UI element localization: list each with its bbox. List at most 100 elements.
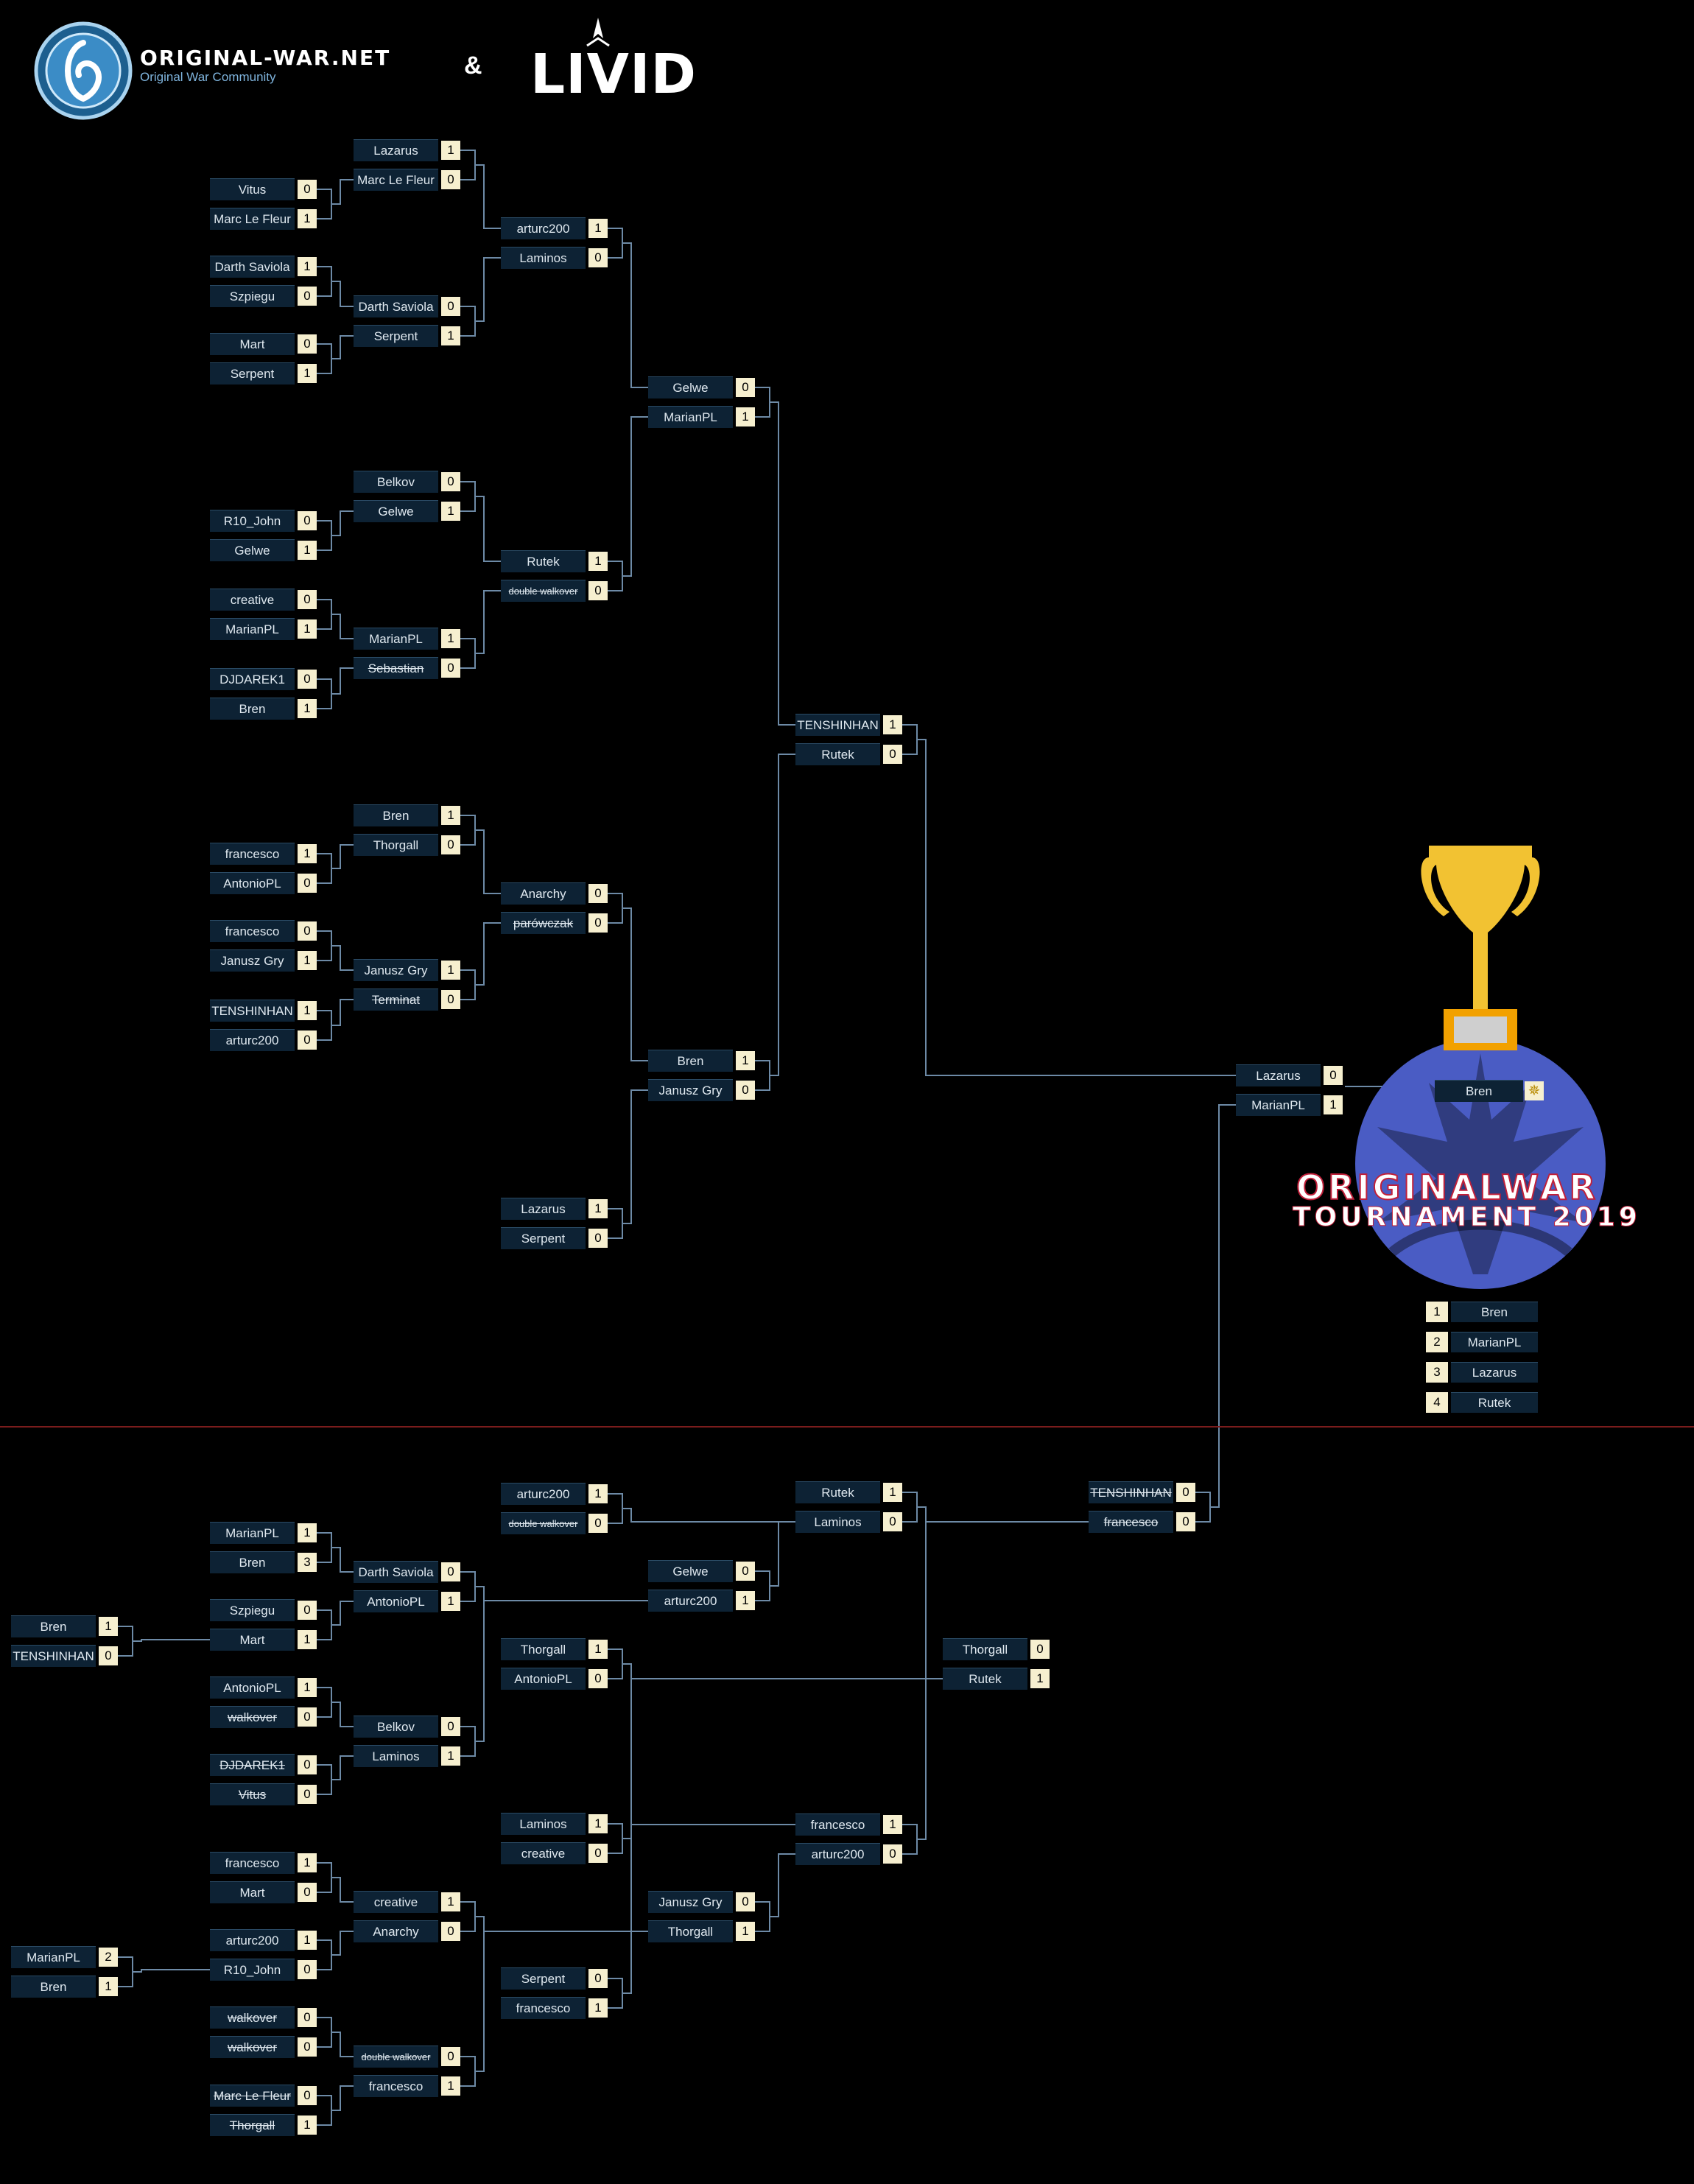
connector-line bbox=[883, 1492, 1089, 1523]
player-name: Laminos bbox=[501, 1813, 586, 1835]
player-score: 0 bbox=[298, 287, 317, 306]
player-score: 0 bbox=[298, 511, 317, 530]
player-score: 0 bbox=[441, 170, 460, 189]
connector-line bbox=[588, 1493, 795, 1524]
standing-name: Bren bbox=[1451, 1302, 1538, 1322]
player-score: 1 bbox=[441, 502, 460, 521]
player-score: 1 bbox=[298, 1853, 317, 1872]
player-name: Janusz Gry bbox=[648, 1079, 733, 1101]
player-score: 0 bbox=[588, 884, 608, 903]
player-name: Serpent bbox=[501, 1967, 586, 1990]
player-score: 1 bbox=[588, 1814, 608, 1833]
player-name: Vitus bbox=[210, 178, 295, 200]
player-name: Janusz Gry bbox=[210, 949, 295, 972]
player-score: 0 bbox=[298, 874, 317, 893]
player-name: Gelwe bbox=[210, 539, 295, 561]
player-score: 0 bbox=[441, 659, 460, 678]
player-name: double walkover bbox=[354, 2046, 438, 2068]
connector-line bbox=[1176, 1104, 1236, 1523]
player-score: 1 bbox=[441, 2076, 460, 2096]
player-name: Szpiegu bbox=[210, 1599, 295, 1621]
connector-line bbox=[588, 1648, 795, 1825]
player-score: 0 bbox=[298, 2037, 317, 2057]
connector-line bbox=[736, 387, 795, 726]
player-name: Bren bbox=[354, 804, 438, 826]
player-score: 1 bbox=[441, 1746, 460, 1766]
player-score: 1 bbox=[441, 326, 460, 345]
player-name: Rutek bbox=[501, 550, 586, 572]
player-score: 1 bbox=[298, 541, 317, 560]
player-score: 3 bbox=[298, 1553, 317, 1572]
player-name: Rutek bbox=[795, 1481, 880, 1503]
player-score: 0 bbox=[441, 297, 460, 316]
player-score: 0 bbox=[588, 913, 608, 933]
player-name: Laminos bbox=[795, 1511, 880, 1533]
standing-rank: 4 bbox=[1426, 1392, 1448, 1413]
player-score: 1 bbox=[441, 1892, 460, 1911]
player-name: AntonioPL bbox=[501, 1668, 586, 1690]
player-name: Serpent bbox=[210, 362, 295, 385]
player-score: 0 bbox=[298, 334, 317, 354]
player-score: 1 bbox=[441, 141, 460, 160]
player-score: 1 bbox=[298, 2115, 317, 2135]
player-name: Thorgall bbox=[210, 2114, 295, 2136]
player-score: 0 bbox=[1176, 1483, 1195, 1502]
connector-line bbox=[441, 481, 501, 562]
player-name: Marc Le Fleur bbox=[354, 169, 438, 191]
player-score: 0 bbox=[441, 1922, 460, 1941]
player-name: double walkover bbox=[501, 1512, 586, 1534]
player-score: 1 bbox=[298, 1678, 317, 1697]
player-score: 1 bbox=[588, 1199, 608, 1218]
livid-emblem-icon bbox=[586, 18, 610, 47]
player-name: francesco bbox=[1089, 1511, 1173, 1533]
player-name: Serpent bbox=[354, 325, 438, 347]
player-name: R10_John bbox=[210, 1959, 295, 1981]
player-score: 0 bbox=[298, 921, 317, 941]
player-score: 0 bbox=[441, 990, 460, 1009]
player-name: Mart bbox=[210, 1881, 295, 1903]
player-name: Thorgall bbox=[354, 834, 438, 856]
player-score: 1 bbox=[588, 219, 608, 238]
player-name: Bren bbox=[648, 1050, 733, 1072]
player-score: 0 bbox=[883, 1844, 902, 1864]
player-score: 1 bbox=[736, 407, 755, 426]
player-score: 0 bbox=[588, 1969, 608, 1988]
player-name: DJDAREK1 bbox=[210, 1754, 295, 1776]
player-name: double walkover bbox=[501, 580, 586, 602]
player-name: Mart bbox=[210, 1629, 295, 1651]
player-name: AntonioPL bbox=[354, 1590, 438, 1612]
player-score: 1 bbox=[298, 844, 317, 863]
player-name: arturc200 bbox=[210, 1029, 295, 1051]
player-name: arturc200 bbox=[795, 1843, 880, 1865]
player-score: 0 bbox=[1324, 1066, 1343, 1085]
player-name: Gelwe bbox=[648, 1560, 733, 1582]
player-score: 1 bbox=[298, 257, 317, 276]
player-name: TENSHINHAN bbox=[210, 1000, 295, 1022]
player-name: arturc200 bbox=[648, 1590, 733, 1612]
player-name: Janusz Gry bbox=[354, 959, 438, 981]
player-name: Sebastian bbox=[354, 657, 438, 679]
player-name: arturc200 bbox=[501, 1483, 586, 1505]
player-score: 0 bbox=[441, 472, 460, 491]
site-name: ORIGINAL-WAR.NET bbox=[140, 46, 391, 70]
player-score: 1 bbox=[588, 552, 608, 571]
player-score: 1 bbox=[298, 1001, 317, 1020]
player-name: Laminos bbox=[354, 1745, 438, 1767]
player-score: 0 bbox=[298, 670, 317, 689]
player-name: francesco bbox=[501, 1997, 586, 2019]
partner-logo-text: LIVID bbox=[530, 43, 697, 106]
player-name: Serpent bbox=[501, 1227, 586, 1249]
player-name: Thorgall bbox=[648, 1920, 733, 1942]
player-name: walkover bbox=[210, 2036, 295, 2058]
player-score: 0 bbox=[588, 1229, 608, 1248]
player-score: 1 bbox=[441, 961, 460, 980]
standing-rank: 2 bbox=[1426, 1332, 1448, 1352]
site-subtitle: Original War Community bbox=[140, 70, 276, 84]
player-score: 1 bbox=[441, 1592, 460, 1611]
player-score: 1 bbox=[298, 1630, 317, 1649]
player-score: 1 bbox=[298, 951, 317, 970]
player-score: 0 bbox=[441, 2047, 460, 2066]
player-score: 0 bbox=[298, 1960, 317, 1979]
player-score: 0 bbox=[883, 1512, 902, 1531]
player-name: R10_John bbox=[210, 510, 295, 532]
